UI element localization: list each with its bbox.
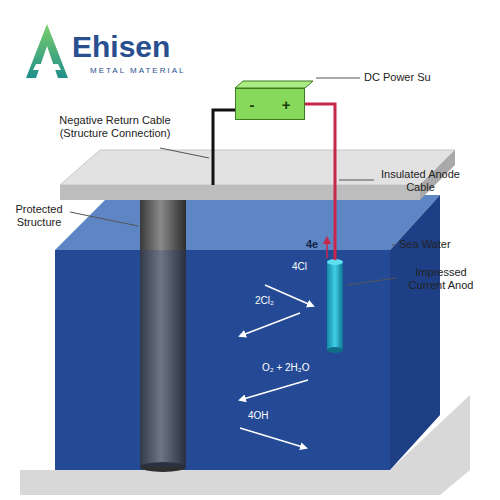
negative-return-cable: [213, 110, 240, 185]
impressed-current-anode: [327, 259, 343, 353]
leader-lines: [70, 78, 396, 285]
reaction-arrow: [240, 380, 308, 400]
ion-label: 2Cl₂: [255, 295, 274, 307]
ion-label: 4Cl: [292, 261, 307, 273]
terminal-sign: -: [250, 96, 255, 113]
reaction-arrow: [240, 428, 306, 448]
logo-icon: [26, 24, 68, 78]
callout-label: Sea Water: [399, 238, 451, 251]
sea-water: [55, 250, 390, 470]
protected-structure: [140, 195, 186, 472]
callout-label: Insulated Anode Cable: [378, 168, 463, 193]
logo-text: Ehisen: [72, 30, 170, 65]
terminal-sign: +: [282, 96, 291, 113]
insulated-anode-cable: [300, 104, 335, 260]
callout-label: Impressed Current Anod: [400, 266, 482, 291]
electron-arrow: [326, 238, 328, 258]
water-surface: [55, 195, 440, 250]
logo-subtext: METAL MATERIAL: [90, 66, 185, 75]
reaction-arrow: [240, 313, 300, 336]
ion-label: 4OH: [248, 410, 269, 422]
callout-label: DC Power Su: [364, 71, 431, 84]
callout-label: Negative Return Cable (Structure Connect…: [40, 114, 190, 139]
power-supply-top: [235, 81, 313, 88]
ion-label: O₂ + 2H₂O: [262, 362, 310, 374]
electron-label: 4e: [306, 238, 318, 251]
dc-power-supply: -+: [235, 88, 305, 120]
water-side: [390, 195, 440, 470]
callout-label: Protected Structure: [8, 203, 70, 228]
